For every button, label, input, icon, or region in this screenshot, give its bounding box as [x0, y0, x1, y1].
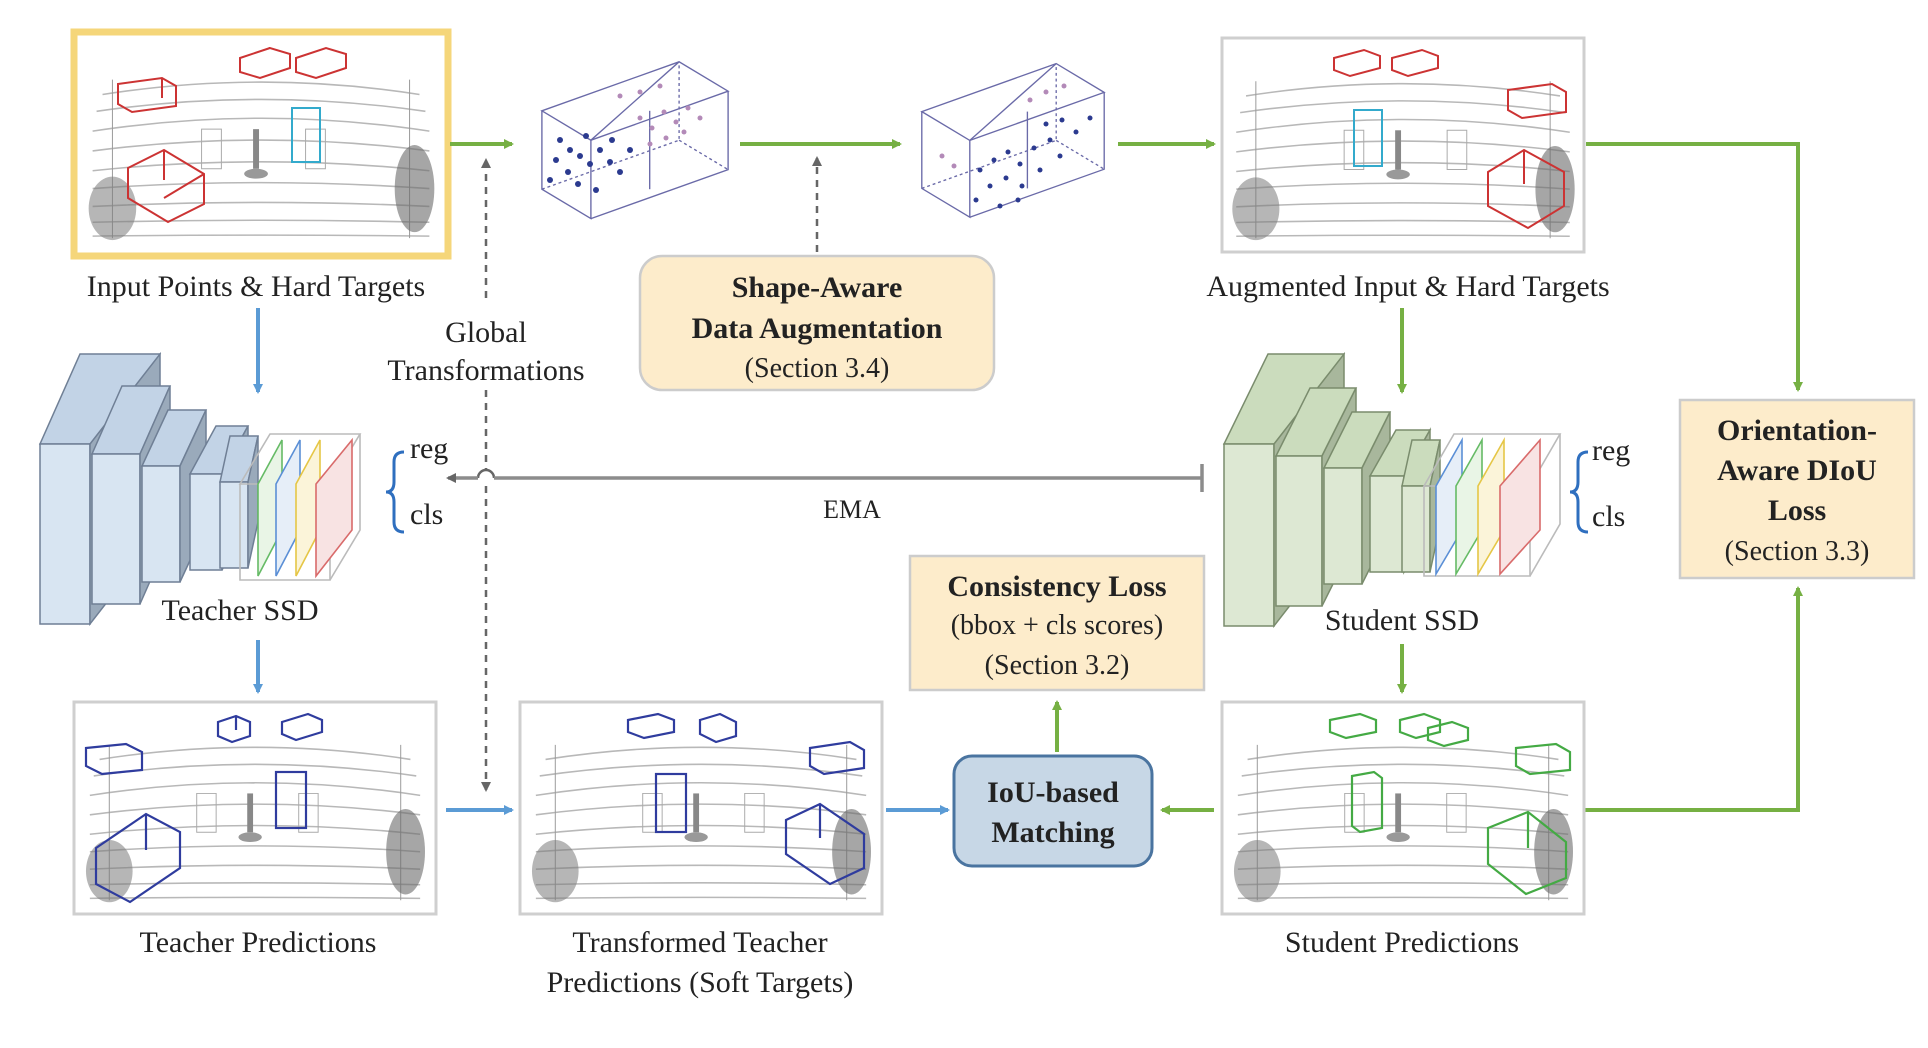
shape-aware-augmentation-box: Shape-Aware Data Augmentation (Section 3… [638, 254, 996, 392]
transformed-teacher-label-line1: Transformed Teacher [572, 926, 827, 959]
augmented-input-label: Augmented Input & Hard Targets [1206, 270, 1609, 303]
teacher-cls-label: cls [410, 498, 443, 531]
orientation-line2: Aware DIoU [1717, 454, 1877, 487]
teacher-reg-label: reg [410, 432, 448, 465]
orientation-section: (Section 3.3) [1725, 536, 1870, 567]
student-ssd-label: Student SSD [1325, 604, 1479, 637]
student-predictions-image [1220, 700, 1586, 916]
augmented-input-image [1220, 36, 1586, 254]
input-points-image [70, 28, 452, 260]
global-transformations-line2: Transformations [387, 354, 584, 387]
iou-line2: Matching [991, 816, 1114, 849]
consistency-line3: (Section 3.2) [985, 650, 1130, 681]
transformed-teacher-predictions-image [518, 700, 884, 916]
shape-aware-section: (Section 3.4) [745, 353, 890, 384]
student-ssd-network [1222, 351, 1589, 629]
orientation-line1: Orientation- [1717, 414, 1877, 447]
iou-line1: IoU-based [987, 776, 1119, 809]
global-transformations-line1: Global [445, 316, 527, 349]
teacher-predictions-label: Teacher Predictions [140, 926, 377, 959]
teacher-ssd-network [38, 351, 405, 627]
orientation-line3: Loss [1768, 494, 1826, 527]
iou-matching-box: IoU-based Matching [952, 754, 1154, 868]
consistency-line2: (bbox + cls scores) [951, 610, 1164, 641]
ema-crossing-hop [476, 468, 496, 479]
consistency-line1: Consistency Loss [947, 570, 1166, 603]
orientation-diou-box: Orientation- Aware DIoU Loss (Section 3.… [1678, 398, 1916, 580]
student-cls-label: cls [1592, 500, 1625, 533]
arrow-student-pred-to-diou [1584, 586, 1803, 812]
arrow-augmented-to-diou [1586, 142, 1803, 392]
teacher-predictions-image [72, 700, 438, 916]
student-predictions-label: Student Predictions [1285, 926, 1519, 959]
consistency-loss-box: Consistency Loss (bbox + cls scores) (Se… [908, 554, 1206, 692]
transformed-teacher-label-line2: Predictions (Soft Targets) [547, 966, 854, 999]
shape-aware-title-line1: Shape-Aware [732, 271, 903, 304]
ema-label: EMA [823, 495, 881, 524]
point-cloud-augmented [921, 62, 1105, 218]
point-cloud-original [541, 61, 729, 220]
student-reg-label: reg [1592, 434, 1630, 467]
teacher-ssd-label: Teacher SSD [161, 594, 318, 627]
input-points-label: Input Points & Hard Targets [87, 270, 425, 303]
shape-aware-title-line2: Data Augmentation [692, 312, 943, 345]
